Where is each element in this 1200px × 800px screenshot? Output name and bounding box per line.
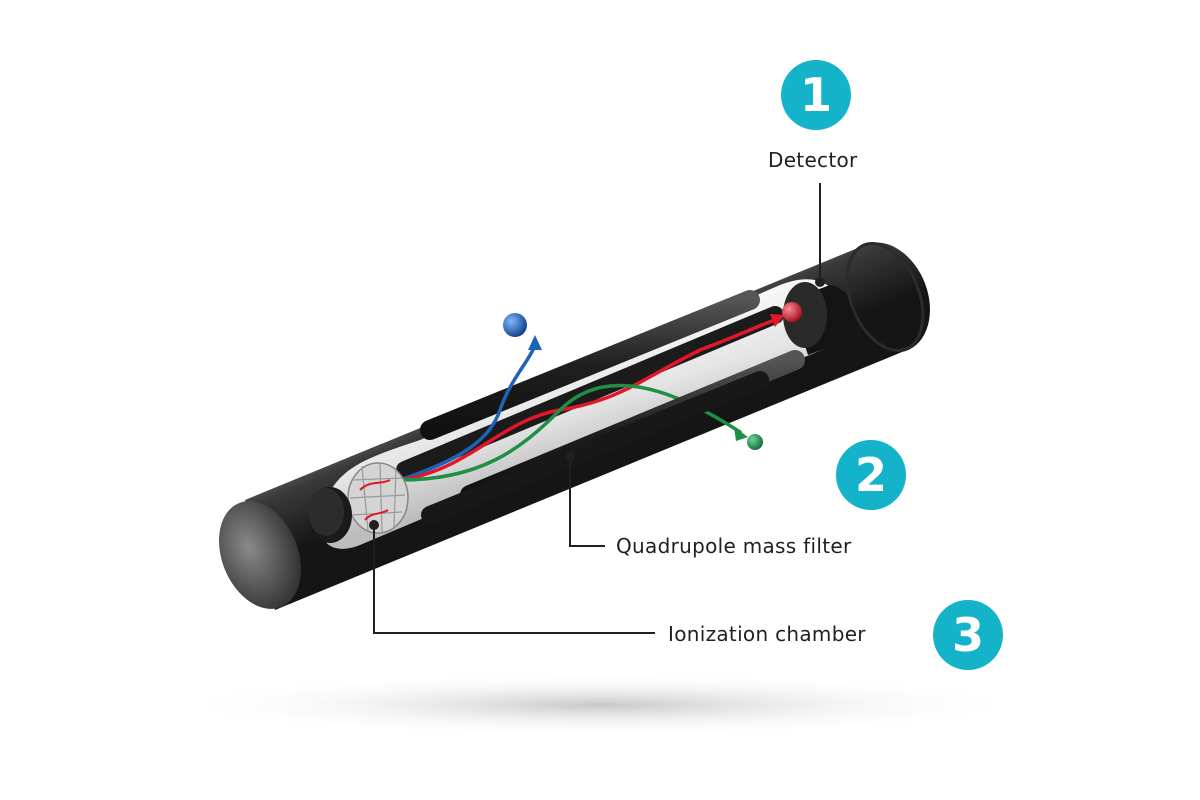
detector-disc [783,282,857,355]
floor-shadow [170,673,1030,737]
quadrupole-leader-dot [565,451,575,461]
green-ion-path [398,383,742,482]
ionization-leader [373,525,655,634]
badge-3-number: 3 [951,608,984,662]
ionization-chamber-disc [308,487,352,543]
badge-2: 2 [836,440,906,510]
detector-label: Detector [768,148,858,172]
ionization-chamber-mesh [347,462,409,534]
detector-leader-dot [815,277,825,287]
quadrupole-leader [569,456,605,547]
quadrupole-label: Quadrupole mass filter [616,534,852,558]
blue-ion [503,313,527,337]
quadrupole-rods [396,290,784,479]
ionization-label: Ionization chamber [668,622,866,646]
leader-lines [373,183,821,634]
ion-trajectories [398,314,785,482]
badge-3: 3 [933,600,1003,670]
red-ion [782,302,802,322]
badge-2-number: 2 [854,448,887,502]
tube-end-cap [218,501,302,609]
ionization-leader-dot [369,520,379,530]
tube-far-rim [845,242,925,352]
blue-ion-path [398,343,537,482]
green-ion [747,434,763,450]
badge-1: 1 [781,60,851,130]
red-ion-path [398,318,777,482]
badge-1-number: 1 [799,68,832,122]
